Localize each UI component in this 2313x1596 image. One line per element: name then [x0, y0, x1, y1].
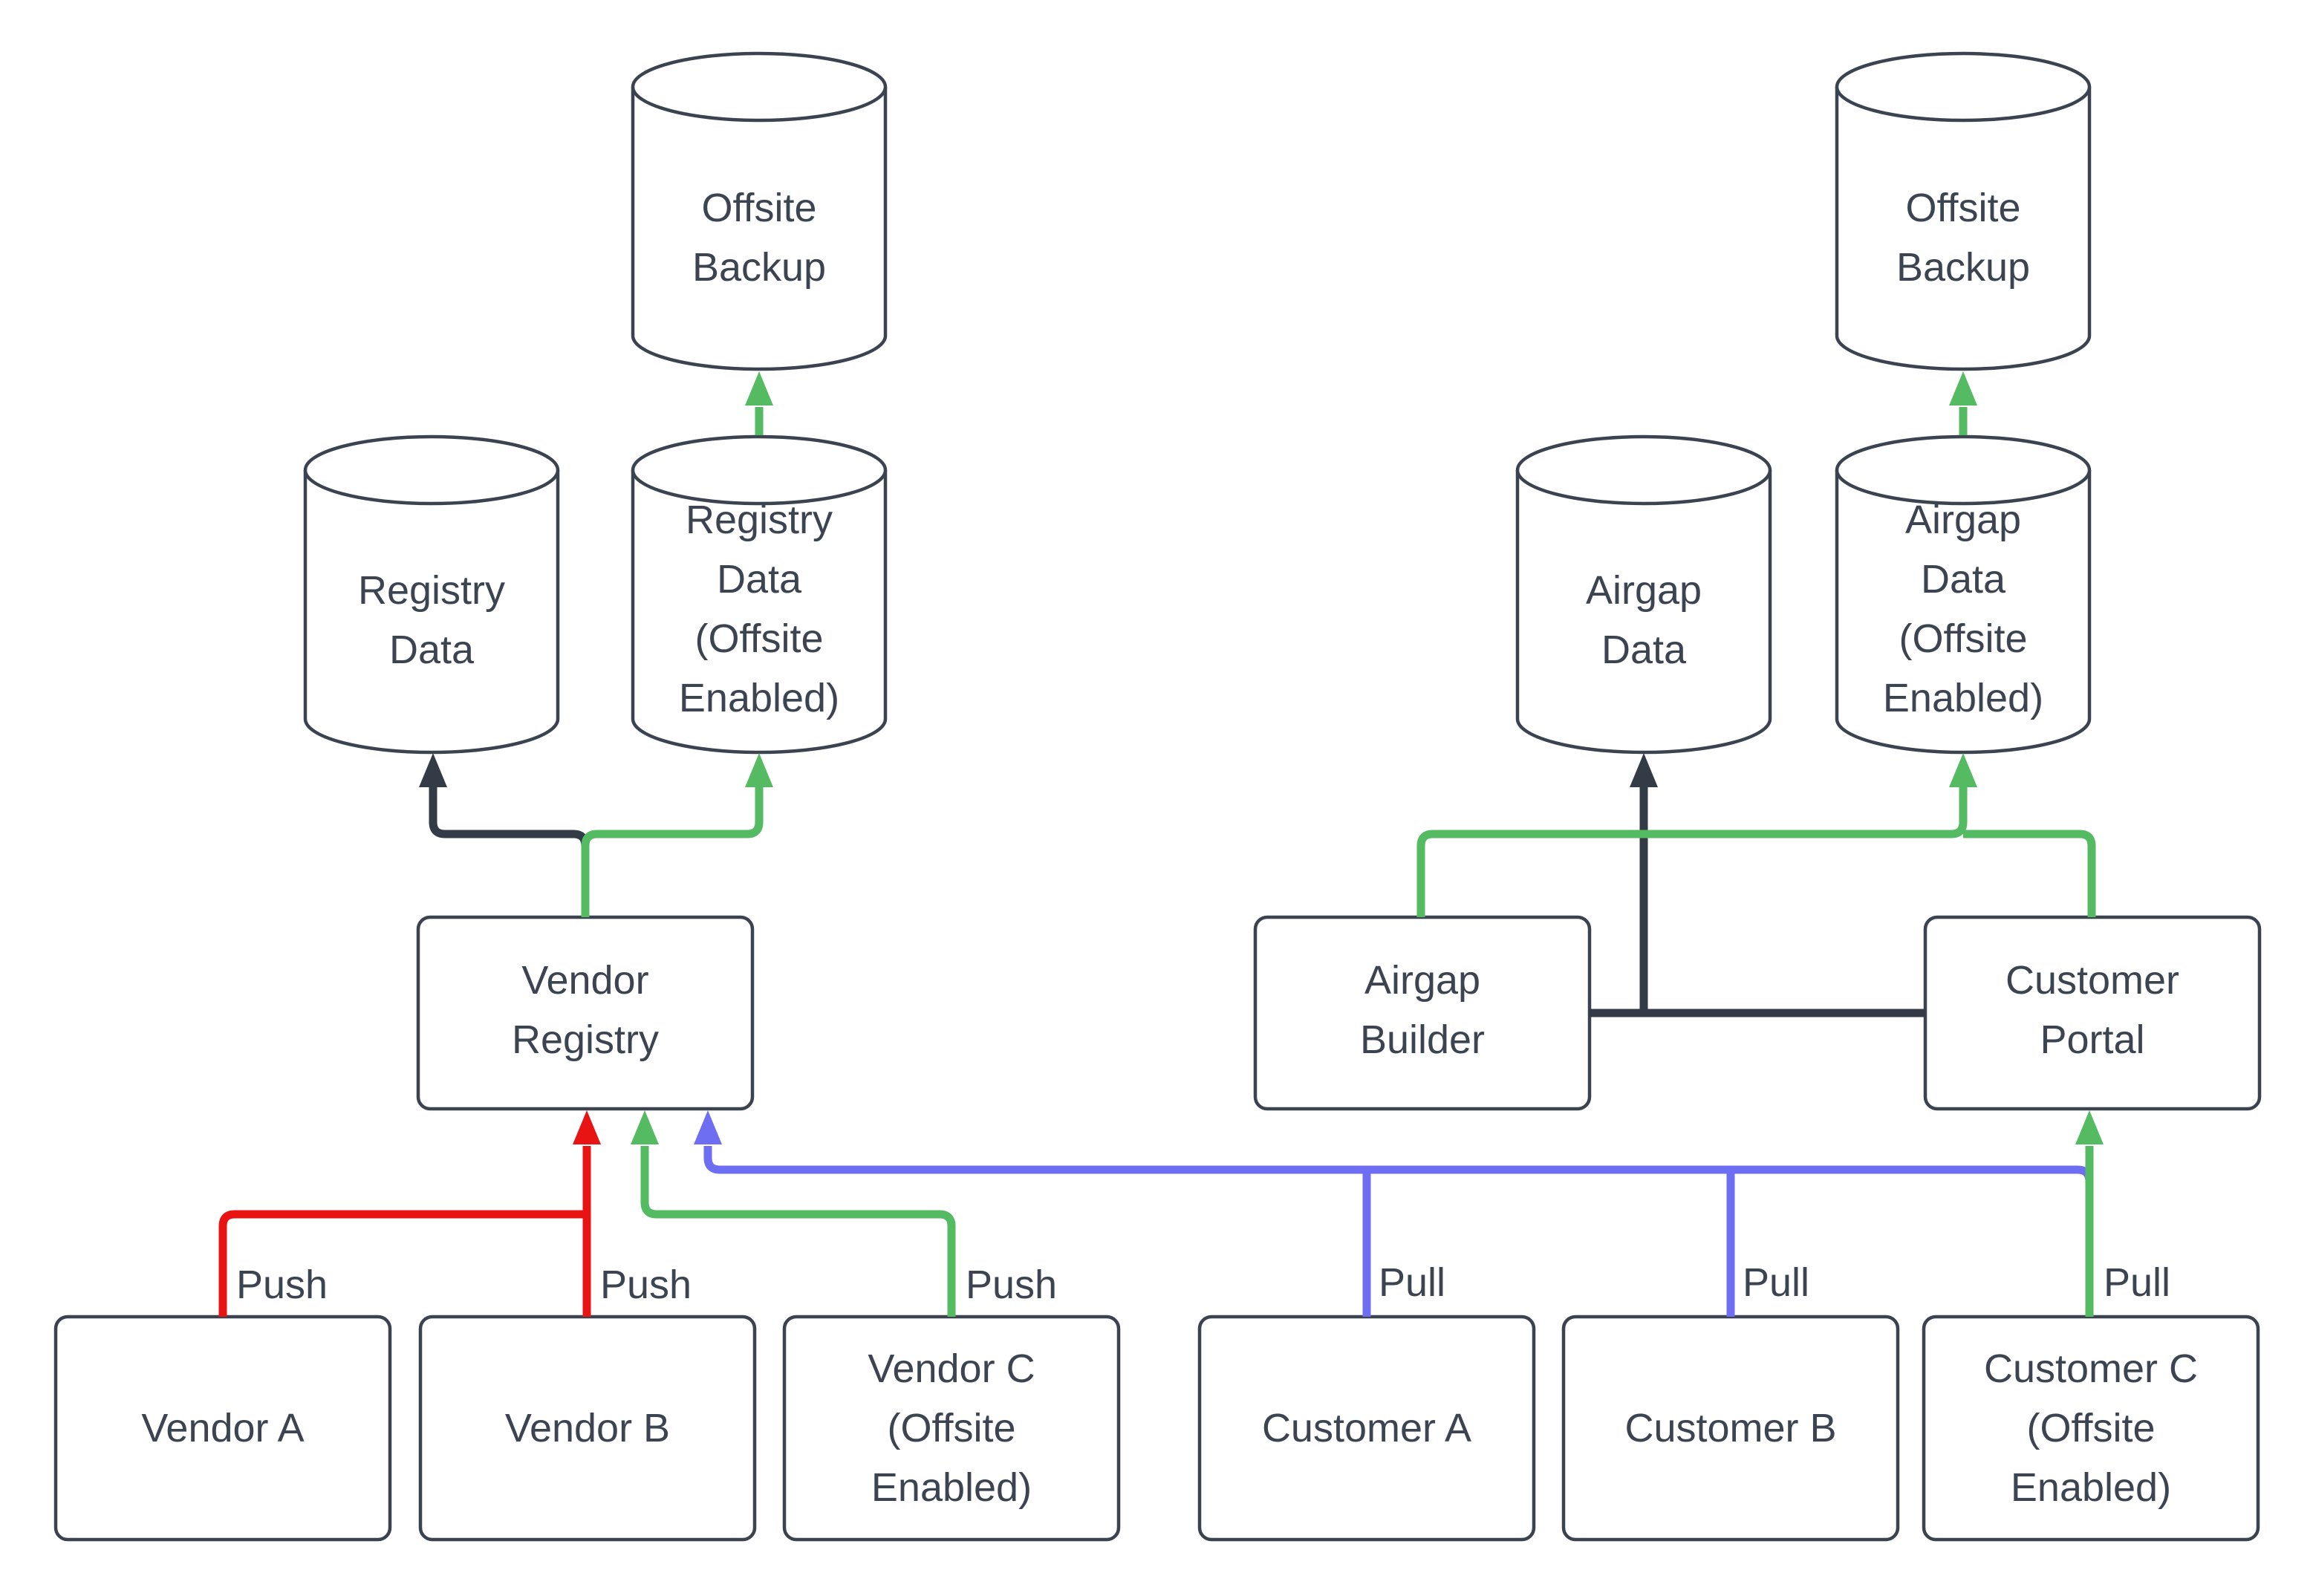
pull-label-customer-a: Pull — [1379, 1260, 1445, 1305]
edge-customer-portal-to-airgap-offsite — [1963, 830, 2096, 917]
vendor-c-label: Enabled) — [871, 1465, 1032, 1510]
offsite-backup-right-label: Offsite — [1905, 186, 2020, 230]
vendor-b-label: Vendor B — [505, 1406, 670, 1450]
airgap-data-cylinder — [1515, 470, 1772, 755]
arrowhead-green-vendor-registry — [631, 1110, 659, 1144]
node-offsite-backup-left: Offsite Backup — [631, 51, 888, 371]
edge-vendor-registry-to-registry-data-offsite — [581, 787, 764, 917]
node-customer-portal: Customer Portal — [1923, 915, 2262, 1111]
airgap-data-offsite-label: Data — [1921, 557, 2006, 602]
customer-b-label: Customer B — [1624, 1406, 1836, 1450]
airgap-data-offsite-cylinder — [1835, 470, 2092, 755]
customer-c-label: Enabled) — [2011, 1465, 2171, 1510]
airgap-data-label: Data — [1601, 628, 1687, 672]
arrowhead-airgap-data — [1630, 753, 1658, 787]
node-vendor-b: Vendor B — [418, 1315, 757, 1542]
airgap-builder-label: Airgap — [1364, 958, 1480, 1003]
registry-data-offsite-label: Registry — [686, 498, 833, 542]
edge-vendor-a-push — [218, 1210, 587, 1317]
registry-data-offsite-cylinder — [631, 470, 888, 755]
edge-vendor-c-push — [640, 1146, 956, 1317]
customer-c-label: (Offsite — [2026, 1406, 2155, 1450]
arrowhead-airgap-data-offsite — [1949, 753, 1977, 787]
node-registry-data: Registry Data — [303, 434, 560, 755]
node-customer-c: Customer C (Offsite Enabled) — [1922, 1315, 2260, 1542]
customer-c-label: Customer C — [1984, 1346, 2198, 1391]
push-label-vendor-b: Push — [600, 1263, 692, 1307]
node-offsite-backup-right: Offsite Backup — [1835, 51, 2092, 371]
arrowhead-registry-data — [419, 753, 447, 787]
offsite-backup-right-cylinder — [1835, 87, 2092, 371]
vendor-registry-box — [416, 915, 755, 1111]
node-registry-data-offsite: Registry Data (Offsite Enabled) — [631, 434, 888, 755]
airgap-builder-box — [1253, 915, 1592, 1111]
edge-vendor-registry-to-registry-data — [429, 787, 590, 917]
registry-data-offsite-label: Data — [717, 557, 802, 602]
arrowhead-red-vendor-registry — [573, 1110, 601, 1144]
arrowhead-offsite-backup-right — [1949, 371, 1977, 405]
node-airgap-data: Airgap Data — [1515, 434, 1772, 755]
offsite-backup-right-label: Backup — [1896, 245, 2030, 290]
arrowhead-blue-vendor-registry — [694, 1110, 722, 1144]
airgap-data-offsite-cylinder-top — [1835, 434, 2092, 506]
arrowhead-registry-data-offsite — [745, 753, 773, 787]
offsite-backup-left-cylinder-top — [631, 51, 888, 123]
node-vendor-a: Vendor A — [53, 1315, 392, 1542]
arrowhead-offsite-backup-left — [745, 371, 773, 405]
node-customer-a: Customer A — [1197, 1315, 1536, 1542]
node-vendor-registry: Vendor Registry — [416, 915, 755, 1111]
registry-data-cylinder-top — [303, 434, 560, 506]
airgap-builder-label: Builder — [1360, 1017, 1485, 1062]
customer-portal-label: Customer — [2005, 958, 2179, 1003]
airgap-data-offsite-label: (Offsite — [1899, 616, 2027, 661]
registry-data-offsite-label: Enabled) — [679, 676, 839, 720]
vendor-a-label: Vendor A — [141, 1406, 304, 1450]
vendor-c-label: Vendor C — [868, 1346, 1035, 1391]
push-label-vendor-c: Push — [966, 1263, 1057, 1307]
node-airgap-data-offsite: Airgap Data (Offsite Enabled) — [1835, 434, 2092, 755]
registry-data-offsite-cylinder-top — [631, 434, 888, 506]
offsite-backup-left-cylinder — [631, 87, 888, 371]
edge-airgap-builder-to-airgap-offsite — [1416, 787, 1968, 917]
airgap-data-label: Airgap — [1586, 568, 1702, 613]
registry-data-label: Data — [389, 628, 475, 672]
vendor-registry-label: Registry — [512, 1017, 659, 1062]
customer-portal-label: Portal — [2040, 1017, 2144, 1062]
registry-data-label: Registry — [358, 568, 505, 613]
registry-data-cylinder — [303, 470, 560, 755]
offsite-backup-left-label: Backup — [692, 245, 826, 290]
airgap-data-offsite-label: Airgap — [1905, 498, 2021, 542]
node-customer-b: Customer B — [1561, 1315, 1900, 1542]
vendor-c-label: (Offsite — [887, 1406, 1015, 1450]
push-label-vendor-a: Push — [236, 1263, 328, 1307]
node-vendor-c: Vendor C (Offsite Enabled) — [782, 1315, 1121, 1542]
pull-label-customer-c: Pull — [2104, 1260, 2170, 1305]
airgap-data-cylinder-top — [1515, 434, 1772, 506]
customer-a-label: Customer A — [1262, 1406, 1471, 1450]
arrowhead-green-customer-portal — [2075, 1110, 2104, 1144]
registry-data-offsite-label: (Offsite — [694, 616, 823, 661]
node-airgap-builder: Airgap Builder — [1253, 915, 1592, 1111]
pull-label-customer-b: Pull — [1743, 1260, 1809, 1305]
airgap-data-offsite-label: Enabled) — [1883, 676, 2043, 720]
customer-portal-box — [1923, 915, 2262, 1111]
vendor-registry-label: Vendor — [521, 958, 648, 1003]
offsite-backup-left-label: Offsite — [701, 186, 816, 230]
offsite-backup-right-cylinder-top — [1835, 51, 2092, 123]
